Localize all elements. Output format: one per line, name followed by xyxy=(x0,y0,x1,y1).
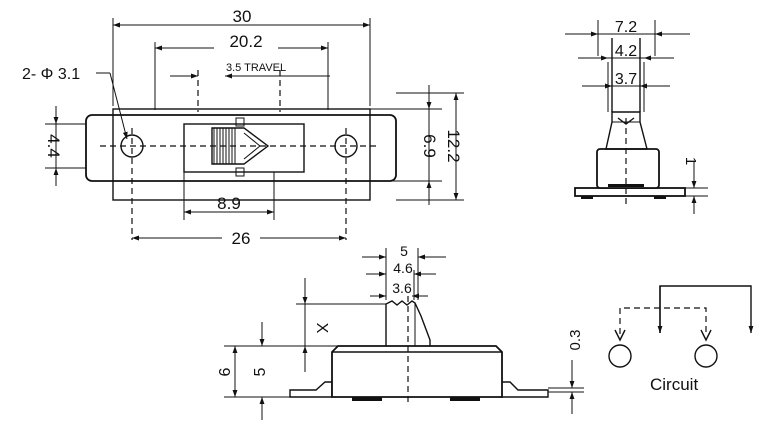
end-view-housing-slot xyxy=(608,184,644,187)
dim-end-width-mid-label: 4.2 xyxy=(615,43,637,60)
top-view-slider-knob xyxy=(211,127,270,165)
dim-end-width-inner-label: 3.7 xyxy=(615,71,637,88)
dim-height-inner-label: 6.9 xyxy=(420,134,439,158)
dim-height-outer-label: 12.2 xyxy=(444,129,463,162)
side-view-foot-right xyxy=(450,397,480,401)
dim-height-small-label: 4.4 xyxy=(44,134,63,158)
dim-actuator-outer-label: 5 xyxy=(400,243,408,259)
dim-actuator-inner-label: 3.6 xyxy=(392,280,412,296)
dim-body-height-label: 5 xyxy=(252,367,269,376)
dim-total-height-label: 6 xyxy=(217,367,234,376)
top-view-knob-tab-bottom xyxy=(235,167,245,177)
dim-end-width-outer-label: 7.2 xyxy=(615,19,637,36)
side-view: 5 4.6 3.6 X 5 6 0.3 xyxy=(217,243,584,420)
side-view-body xyxy=(331,345,503,398)
dim-hole-spacing-label: 26 xyxy=(232,229,251,248)
end-view-housing xyxy=(596,148,660,189)
circuit-terminal-right xyxy=(694,344,718,368)
dim-tab-thickness-label: 0.3 xyxy=(567,330,584,351)
circuit-terminal-left xyxy=(608,344,632,368)
end-view: 7.2 4.2 3.7 1 xyxy=(565,19,708,214)
top-view: 30 20.2 3.5 TRAVEL 2- Φ 3.1 4.4 6.9 xyxy=(22,7,464,248)
dim-travel-width-label: 20.2 xyxy=(229,32,262,51)
dim-end-base-offset-label: 1 xyxy=(682,157,699,165)
top-view-plate xyxy=(85,114,397,182)
hole-callout-label: 2- Φ 3.1 xyxy=(22,66,80,83)
travel-note: 3.5 TRAVEL xyxy=(226,62,286,74)
circuit-dashed-line xyxy=(619,307,707,334)
end-view-foot-right xyxy=(654,196,666,199)
dim-actuator-height-label: X xyxy=(313,323,330,334)
hole-callout-leader xyxy=(109,72,128,140)
end-view-base-plate xyxy=(574,187,686,197)
circuit-diagram: Circuit xyxy=(608,285,754,394)
dim-overall-length-label: 30 xyxy=(233,7,252,26)
side-view-tab-left xyxy=(289,381,333,398)
side-view-actuator xyxy=(385,300,431,346)
side-view-foot-left xyxy=(352,397,382,401)
side-view-tab-right xyxy=(499,381,549,398)
end-view-foot-left xyxy=(581,196,593,199)
circuit-label: Circuit xyxy=(650,375,698,394)
top-view-housing xyxy=(112,108,371,201)
dim-slot-offset-label: 8.9 xyxy=(217,194,241,213)
dim-actuator-mid-label: 4.6 xyxy=(393,260,413,276)
top-view-knob-tab-top xyxy=(235,117,245,127)
